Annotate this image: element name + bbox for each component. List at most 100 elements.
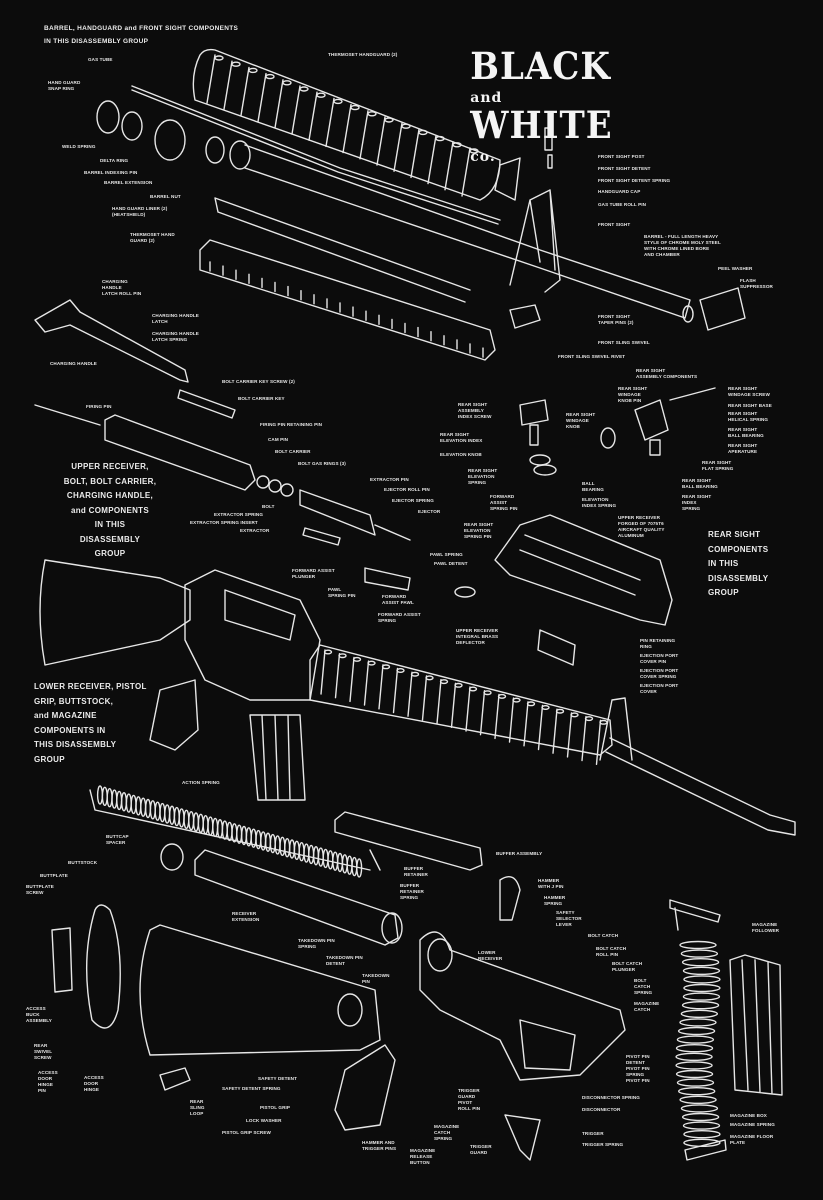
spring-coil bbox=[212, 817, 219, 838]
spring-coil bbox=[135, 796, 142, 816]
heading-lower-group: COMPONENTS IN bbox=[34, 725, 106, 735]
handguard-vent bbox=[248, 67, 258, 74]
spring-coil bbox=[679, 1018, 717, 1027]
part-label: TAKEDOWN PIN DETENT bbox=[326, 955, 363, 966]
part-label: TRIGGER bbox=[582, 1131, 604, 1136]
heading-upper-group: BOLT, BOLT CARRIER, bbox=[63, 476, 157, 486]
buffer-assembly bbox=[334, 811, 483, 871]
spring-coil bbox=[140, 797, 147, 817]
heading-upper-group: and COMPONENTS bbox=[71, 505, 149, 515]
rifle-magazine bbox=[249, 714, 306, 801]
firing-pin bbox=[34, 404, 101, 426]
handguard-rib bbox=[421, 675, 428, 721]
handguard-rib bbox=[523, 701, 529, 747]
part-label: ACCESS BUCK ASSEMBLY bbox=[26, 1006, 52, 1023]
part-label: MAGAZINE CATCH SPRING bbox=[434, 1124, 460, 1141]
receiver-extension bbox=[194, 849, 399, 946]
heading-lower-group: and MAGAZINE bbox=[34, 711, 97, 720]
handguard-rib bbox=[378, 664, 384, 710]
front-sight bbox=[509, 189, 561, 293]
bolt-carrier-key bbox=[177, 389, 236, 419]
spring-coil bbox=[164, 804, 171, 824]
gas-ring bbox=[268, 479, 282, 493]
handguard-vent bbox=[265, 73, 275, 80]
handguard-vent bbox=[338, 653, 347, 659]
heading-lower-group: GRIP, BUTTSTOCK, bbox=[34, 696, 114, 706]
spring-coil bbox=[675, 1043, 714, 1053]
part-label: FRONT SLING SWIVEL bbox=[598, 340, 650, 345]
part-label: EJECTION PORT COVER bbox=[640, 683, 679, 694]
access-buck bbox=[51, 927, 73, 993]
rifle-buttstock bbox=[39, 559, 191, 666]
handguard-rib bbox=[465, 686, 471, 732]
part-label: HAND GUARD LINER (2) (HEATSHIELD) bbox=[112, 206, 168, 217]
part-label: UPPER RECEIVER FORGED OF 7075T6 AIRCRAFT… bbox=[618, 515, 665, 538]
handguard-rib bbox=[407, 671, 413, 717]
spring-coil bbox=[680, 949, 719, 958]
part-label: FRONT SIGHT bbox=[598, 222, 631, 227]
part-label: FORWARD ASSIST SPRING bbox=[378, 612, 421, 623]
part-label: PIVOT PIN DETENT PIVOT PIN SPRING PIVOT … bbox=[626, 1054, 650, 1083]
part-label: BUTTPLATE SCREW bbox=[26, 884, 54, 895]
barrel-nut bbox=[205, 136, 225, 164]
handguard-vent bbox=[418, 129, 428, 136]
spring-coil bbox=[173, 806, 180, 827]
spring-coil bbox=[274, 835, 281, 855]
part-label: FIRING PIN RETAINING PIN bbox=[260, 422, 323, 427]
spring-coil bbox=[279, 836, 286, 856]
part-label: BOLT CATCH bbox=[588, 933, 619, 938]
part-label: FORWARD ASSIST SPRING PIN bbox=[490, 494, 518, 511]
handguard-vent bbox=[384, 117, 394, 123]
action-spring-bracket bbox=[89, 789, 381, 871]
part-label: REAR SIGHT ELEVATION INDEX bbox=[440, 432, 483, 443]
brand-logo: BLACK and WHITE co. bbox=[444, 28, 613, 184]
spring-coil bbox=[327, 850, 334, 870]
rifle-handguard-ribs bbox=[320, 649, 608, 765]
barrel bbox=[244, 144, 691, 319]
part-label: FRONT SIGHT DETENT SPRING bbox=[598, 178, 671, 183]
brand-white: WHITE bbox=[470, 104, 613, 148]
heading-lower-group: GROUP bbox=[34, 754, 65, 764]
heading-rear-sight_group: DISASSEMBLY bbox=[708, 573, 769, 583]
barrel-extension bbox=[229, 140, 251, 170]
part-label: FORWARD ASSIST PLUNGER bbox=[292, 568, 335, 579]
extractor bbox=[302, 527, 341, 546]
spring-coil bbox=[96, 785, 104, 805]
part-label: REAR SIGHT APERATURE bbox=[728, 443, 758, 454]
magazine-box bbox=[729, 954, 783, 1096]
spring-coil bbox=[679, 1095, 717, 1105]
spring-coil bbox=[683, 983, 721, 993]
spring-coil bbox=[188, 810, 195, 831]
hammer bbox=[499, 876, 521, 921]
handguard-rib bbox=[223, 60, 233, 110]
part-label: HAMMER WITH J PIN bbox=[538, 878, 564, 889]
handguard-rib bbox=[566, 712, 573, 758]
receiver-extension-end bbox=[381, 912, 403, 944]
part-label: FORWARD ASSIST PAWL bbox=[382, 594, 414, 605]
part-label: TRIGGER GUARD bbox=[470, 1144, 492, 1155]
spring-coil bbox=[226, 821, 233, 842]
handguard-rib bbox=[349, 656, 355, 703]
action-spring bbox=[96, 785, 363, 878]
part-label: PISTOL GRIP SCREW bbox=[222, 1130, 271, 1135]
part-label: PAWL DETENT bbox=[434, 561, 468, 566]
part-label: DELTA RING bbox=[100, 158, 129, 163]
spring-coil bbox=[683, 975, 721, 984]
part-label: BOLT CATCH ROLL PIN bbox=[596, 946, 627, 957]
bolt-carrier bbox=[104, 414, 256, 491]
part-label: CHARGING HANDLE LATCH bbox=[152, 313, 199, 324]
rear-sling-loop bbox=[159, 1067, 191, 1091]
rifle-receiver bbox=[184, 569, 321, 701]
spring-coil bbox=[168, 805, 176, 825]
part-label: DISCONNECTOR bbox=[582, 1107, 621, 1112]
spring-coil bbox=[679, 940, 717, 950]
part-label: FIRING PIN bbox=[86, 404, 112, 409]
part-label: REAR SIGHT ELEVATION SPRING bbox=[468, 468, 498, 485]
spring-coil bbox=[683, 1129, 721, 1139]
buttstock bbox=[139, 924, 381, 1056]
heading-upper-group: UPPER RECEIVER, bbox=[71, 462, 149, 471]
part-label: REAR SIGHT ELEVATION SPRING PIN bbox=[464, 522, 494, 539]
heading-upper-group: GROUP bbox=[94, 549, 126, 558]
handguard-rib bbox=[595, 719, 602, 765]
spring-coil bbox=[298, 842, 305, 862]
